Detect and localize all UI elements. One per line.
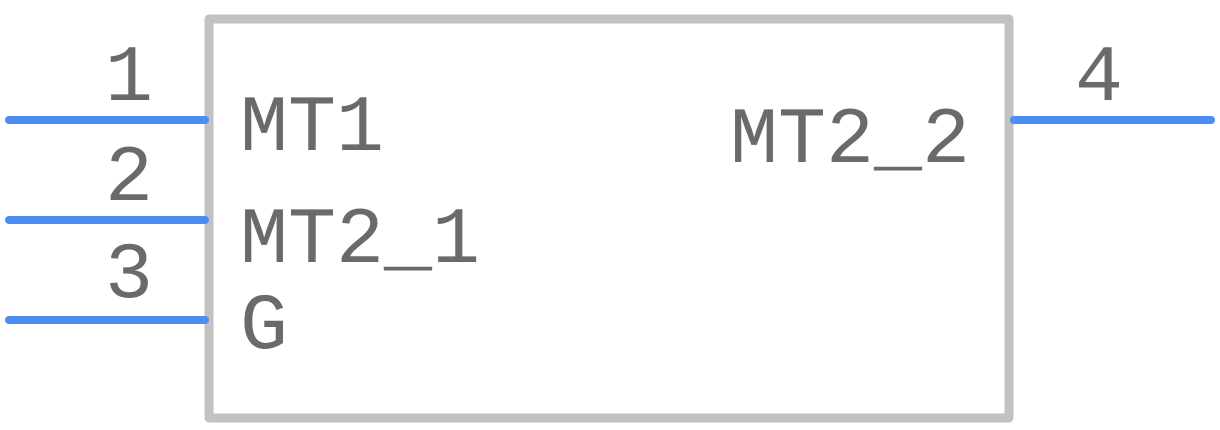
pin-2-number: 2	[105, 134, 153, 225]
pin-3-number: 3	[105, 231, 153, 322]
pin-3: 3 G	[5, 231, 288, 373]
pin-4-name: MT2_2	[730, 96, 970, 187]
pin-4: 4 MT2_2	[730, 34, 1215, 187]
component-body	[204, 14, 1014, 423]
pin-3-name: G	[240, 282, 288, 373]
pin-1: 1 MT1	[5, 34, 384, 175]
pin-1-name: MT1	[240, 84, 384, 175]
pin-1-number: 1	[105, 34, 153, 125]
pin-2: 2 MT2_1	[5, 134, 480, 287]
pin-4-number: 4	[1075, 34, 1123, 125]
pin-2-name: MT2_1	[240, 196, 480, 287]
